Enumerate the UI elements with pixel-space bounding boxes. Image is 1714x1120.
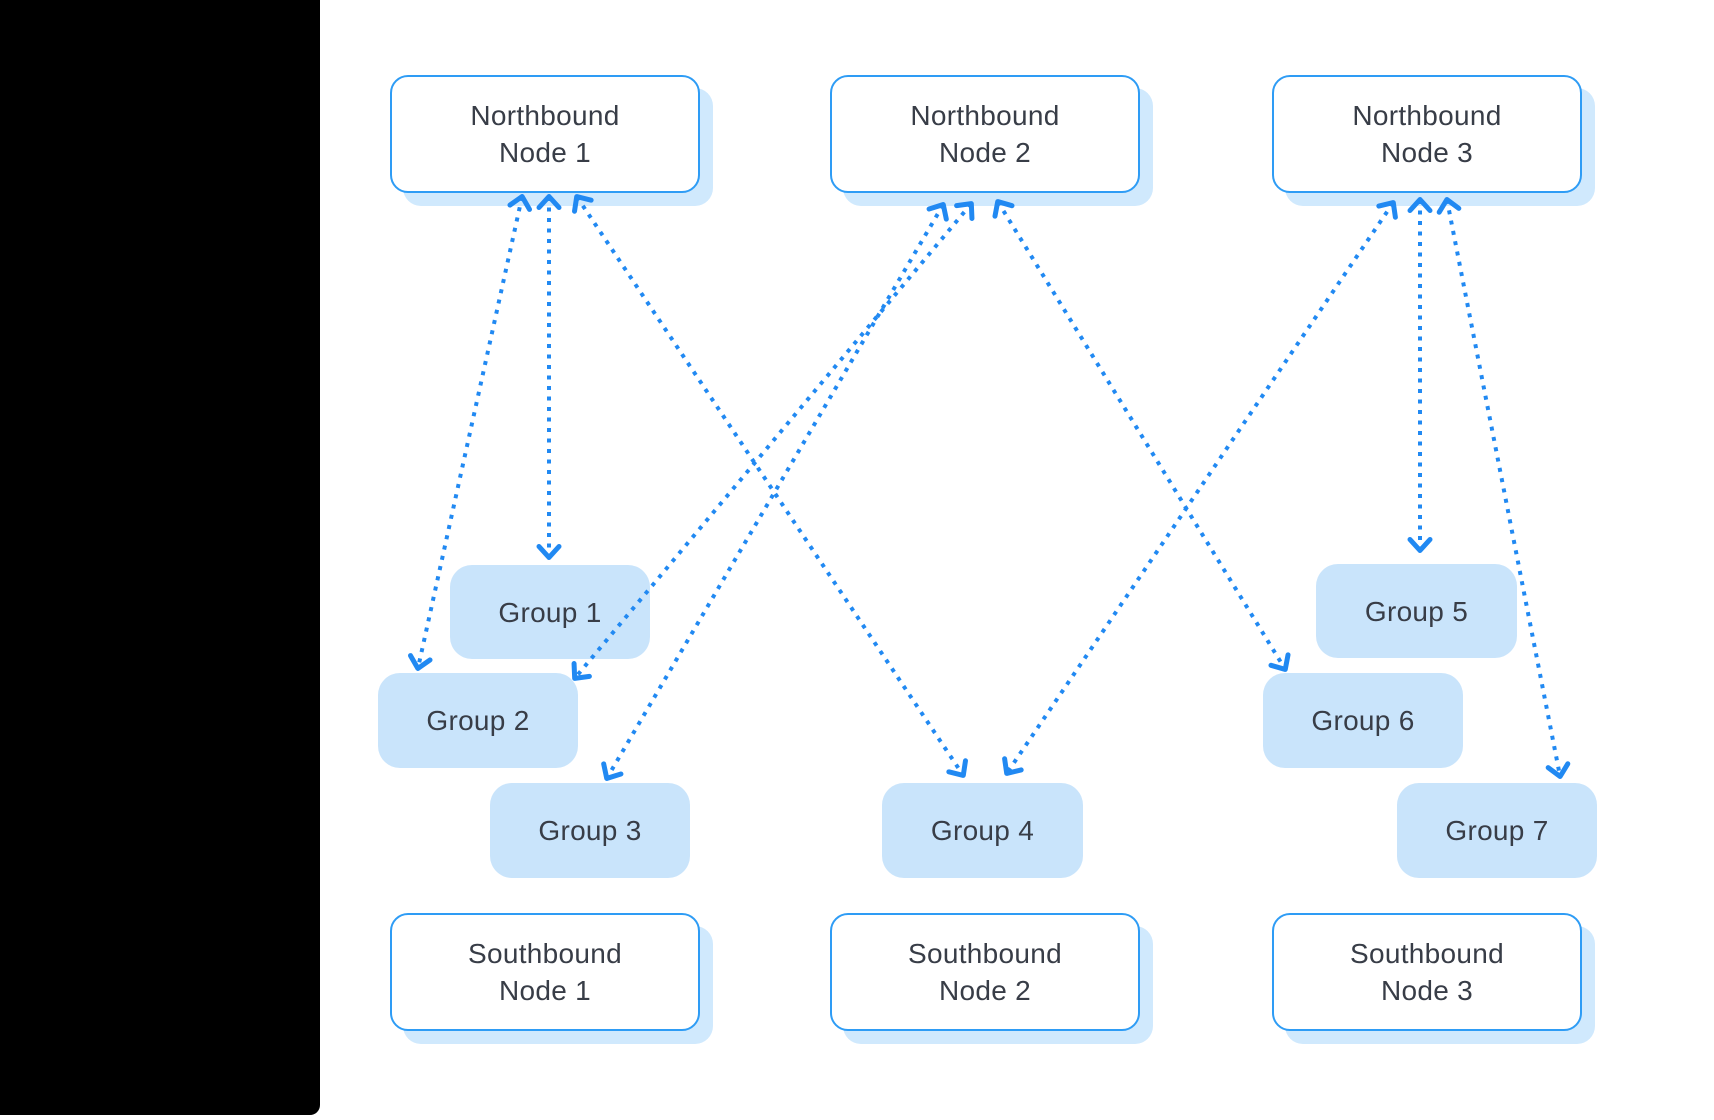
northbound-node-3-label-line-2: Node 3 <box>1380 137 1474 168</box>
group-5-label-line-1: Group 5 <box>1364 595 1469 627</box>
group-4-label-line-1: Group 4 <box>930 815 1035 846</box>
group-7-box: Group 7 <box>1397 783 1597 878</box>
left-black-panel <box>0 0 320 1115</box>
group-4-box: Group 4 <box>882 783 1083 878</box>
southbound-node-1-label-line-1: Southbound <box>467 938 623 969</box>
group-1-label-line-1: Group 1 <box>498 596 602 628</box>
northbound-node-3-label-line-1: Northbound <box>1352 100 1502 131</box>
northbound-node-1-label-line-1: Northbound <box>470 100 620 131</box>
group-6-label-line-1: Group 6 <box>1311 705 1415 736</box>
northbound-node-2-label-line-2: Node 2 <box>938 137 1032 168</box>
northbound-node-1-label-line-2: Node 1 <box>498 137 592 168</box>
group-2-box: Group 2 <box>378 673 578 768</box>
northbound-node-2-label-line-1: Northbound <box>910 100 1060 131</box>
group-3-label-line-1: Group 3 <box>538 815 642 846</box>
group-6-box: Group 6 <box>1263 673 1463 768</box>
group-7-label-line-1: Group 7 <box>1445 815 1549 846</box>
southbound-node-3-label-line-1: Southbound <box>1349 938 1505 969</box>
group-1-box: Group 1 <box>450 565 650 659</box>
group-2-label-line-1: Group 2 <box>426 705 530 736</box>
southbound-node-2-label-line-2: Node 2 <box>938 975 1032 1006</box>
southbound-node-2-label-line-1: Southbound <box>907 938 1063 969</box>
southbound-node-1-label-line-2: Node 1 <box>498 975 592 1006</box>
southbound-node-3-label-line-2: Node 3 <box>1380 975 1474 1006</box>
group-5-box: Group 5 <box>1316 564 1517 658</box>
group-3-box: Group 3 <box>490 783 690 878</box>
